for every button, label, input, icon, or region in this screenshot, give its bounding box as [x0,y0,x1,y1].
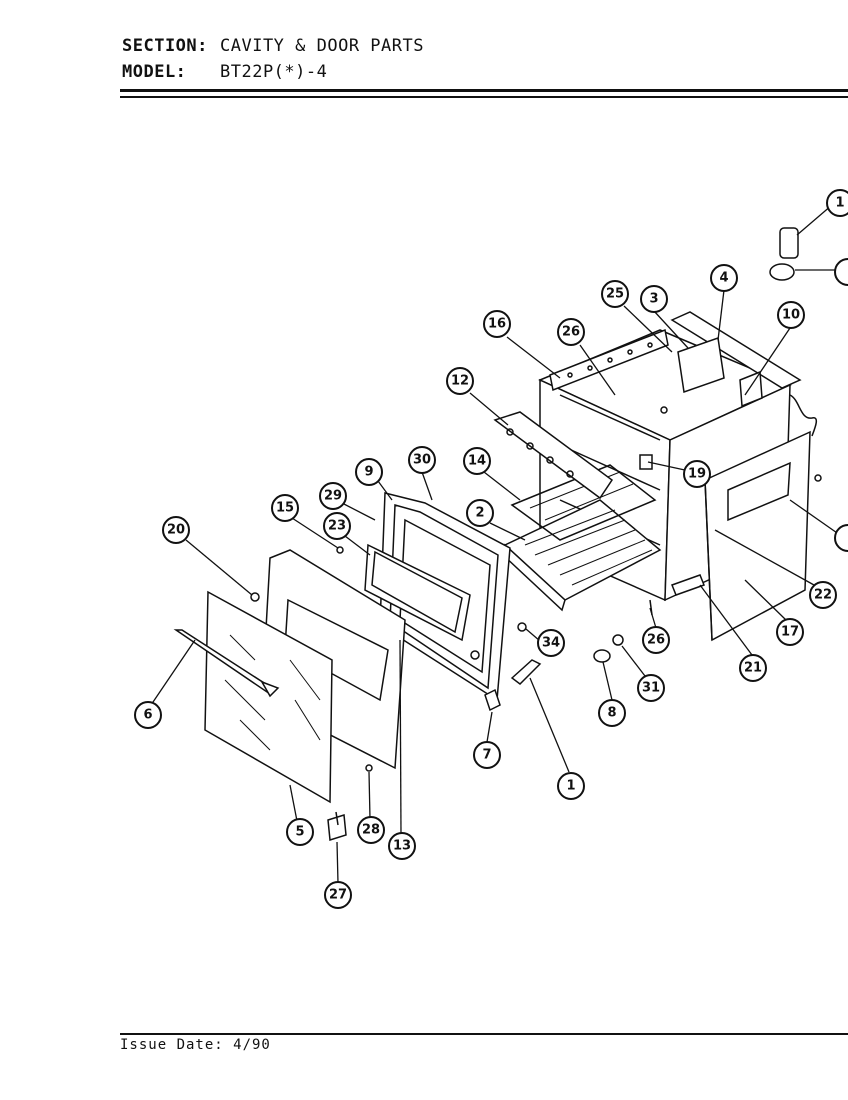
callout-3: 3 [640,285,668,313]
callout-2: 2 [466,499,494,527]
callout-8: 8 [598,699,626,727]
section-header: SECTION: CAVITY & DOOR PARTS [122,36,424,56]
issue-date: Issue Date: 4/90 [120,1037,271,1053]
callout-4: 4 [710,264,738,292]
top-rail [670,311,802,408]
latch-34 [470,622,527,660]
screw-20 [250,592,260,602]
svg-text:19: 19 [688,467,706,482]
model-header: MODEL: BT22P(*)-4 [122,62,327,82]
callout-6: 6 [134,701,162,729]
callout-edge [834,524,848,552]
callout-13: 13 [388,832,416,860]
callout-1: 1 [557,772,585,800]
outer-door-glass [204,590,333,804]
svg-text:6: 6 [143,708,152,723]
svg-text:17: 17 [781,625,799,640]
svg-text:13: 13 [393,839,411,854]
callout-28: 28 [357,816,385,844]
callout-29: 29 [319,482,347,510]
callout-17: 17 [776,618,804,646]
model-value: BT22P(*)-4 [220,62,328,82]
svg-text:8: 8 [607,706,616,721]
svg-text:25: 25 [606,287,624,302]
header-rule-thick [120,89,848,92]
callout-9: 9 [355,458,383,486]
svg-text:15: 15 [276,501,294,516]
top-hose [769,227,799,281]
svg-text:2: 2 [475,506,484,521]
svg-text:3: 3 [649,292,658,307]
callout-20: 20 [162,516,190,544]
svg-text:1: 1 [835,196,844,211]
callout-26: 26 [642,626,670,654]
screw-28 [365,764,373,772]
door-liner [364,543,471,642]
svg-text:23: 23 [328,519,346,534]
sensor-bracket [639,454,653,470]
broil-rack [502,499,662,612]
svg-text:5: 5 [295,825,304,840]
screw-15 [336,546,344,554]
callout-19: 19 [683,460,711,488]
svg-text:21: 21 [744,661,762,676]
callout-27: 27 [324,881,352,909]
callout-34: 34 [537,629,565,657]
callout-23: 23 [323,512,351,540]
svg-text:9: 9 [364,465,373,480]
lamp-bulb [593,634,624,663]
svg-text:31: 31 [642,681,660,696]
svg-text:29: 29 [324,489,342,504]
model-label: MODEL: [122,62,187,82]
svg-text:16: 16 [488,317,506,332]
screw-top [660,406,668,414]
callout-31: 31 [637,674,665,702]
door-handle [173,629,280,698]
callout-12: 12 [446,367,474,395]
svg-text:4: 4 [719,271,728,286]
callout-21: 21 [739,654,767,682]
svg-text:12: 12 [451,374,469,389]
callout-24: 25 [601,280,629,308]
callout-15: 15 [271,494,299,522]
svg-text:1: 1 [566,779,575,794]
section-label: SECTION: [122,36,208,56]
svg-text:14: 14 [468,454,486,469]
svg-text:28: 28 [362,823,380,838]
screw-side [814,474,822,482]
callout-5: 5 [286,818,314,846]
wire-harness [789,394,818,437]
svg-text:26: 26 [562,325,580,340]
callout-14: 14 [463,447,491,475]
header-rule-thin [120,96,848,98]
section-value: CAVITY & DOOR PARTS [220,36,424,56]
svg-text:7: 7 [482,748,491,763]
side-panel [704,430,811,642]
svg-text:34: 34 [542,636,560,651]
callout-10: 10 [777,301,805,329]
footer-rule [120,1033,848,1035]
callout-16: 16 [483,310,511,338]
svg-text:20: 20 [167,523,185,538]
callout-25: 26 [557,318,585,346]
callout-30: 30 [408,446,436,474]
svg-text:10: 10 [782,308,800,323]
rear-panel [549,328,669,392]
latch-bracket-27 [327,811,347,841]
callout-22: 22 [809,581,837,609]
hinge-1 [484,659,542,712]
callout-11b [834,258,848,286]
hinge-bracket [671,574,705,596]
svg-text:22: 22 [814,588,832,603]
svg-text:26: 26 [647,633,665,648]
callout-7: 7 [473,741,501,769]
svg-text:30: 30 [413,453,431,468]
callout-11a: 1 [826,189,848,217]
front-frame-bracket [493,411,614,500]
leader-lines [150,204,841,884]
svg-text:27: 27 [329,888,347,903]
